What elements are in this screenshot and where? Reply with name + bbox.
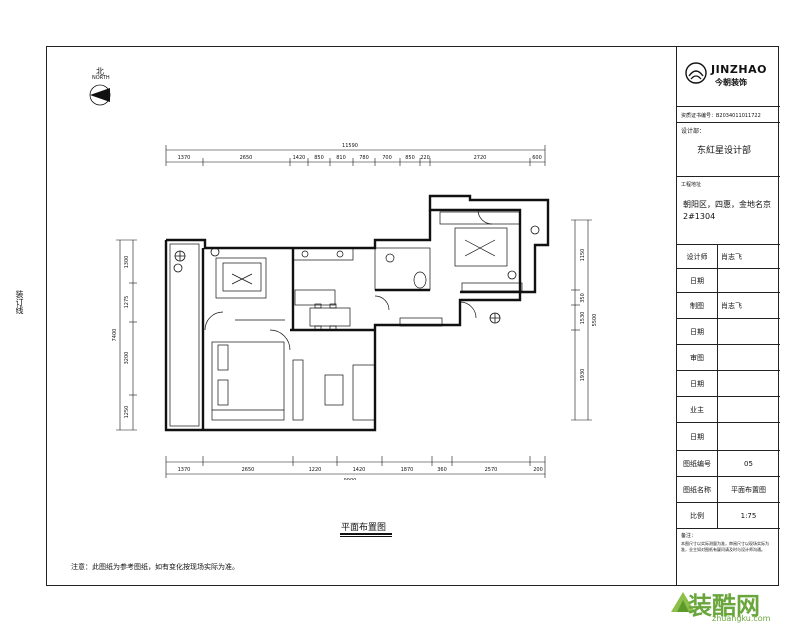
field-value: 平面布置图 bbox=[731, 485, 766, 494]
field-label: 比例 bbox=[677, 503, 718, 528]
field-label: 制图 bbox=[677, 293, 718, 318]
field-value: 05 bbox=[744, 459, 753, 468]
dim-top-6: 700 bbox=[382, 155, 392, 161]
field-value bbox=[717, 371, 780, 396]
north-compass-icon: 北 NORTH bbox=[88, 66, 124, 106]
field-label: 设计师 bbox=[677, 245, 718, 268]
field-label: 图纸编号 bbox=[677, 451, 718, 476]
title-underline bbox=[340, 533, 392, 535]
dim-right-0: 1150 bbox=[580, 249, 586, 262]
dim-top-10: 600 bbox=[532, 155, 542, 161]
dim-bottom-3: 1420 bbox=[353, 467, 366, 473]
field-label: 审图 bbox=[677, 345, 718, 370]
field-row-2: 制图 肖志飞 bbox=[677, 292, 780, 318]
field-row-5: 日期 bbox=[677, 370, 780, 396]
design-dept-row: 设计部： 东紅星设计部 bbox=[677, 122, 780, 176]
dim-left-3: 3200 bbox=[124, 352, 130, 365]
field-value: 肖志飞 bbox=[721, 252, 742, 261]
dim-bottom-total: 9900 bbox=[344, 478, 357, 480]
dim-right-2: 350 bbox=[580, 293, 586, 303]
field-value: 肖志飞 bbox=[721, 301, 742, 310]
dim-top-total: 11590 bbox=[342, 143, 358, 149]
dim-left-1: 1275 bbox=[124, 296, 130, 309]
dim-left-4: 1250 bbox=[124, 406, 130, 419]
floor-plan: 11590 1370 2650 1420 850 810 780 700 850… bbox=[112, 143, 598, 480]
field-label: 日期 bbox=[677, 371, 718, 396]
field-label: 业主 bbox=[677, 397, 718, 422]
watermark-logo-icon bbox=[671, 592, 695, 612]
field-value bbox=[717, 423, 780, 450]
field-label: 日期 bbox=[677, 423, 718, 450]
dim-top-2: 1420 bbox=[293, 155, 306, 161]
field-row-9: 图纸名称 平面布置图 bbox=[677, 476, 780, 502]
drawing-frame bbox=[46, 46, 779, 586]
dim-top-7: 850 bbox=[405, 155, 415, 161]
dim-top-0: 1370 bbox=[178, 155, 191, 161]
plan-title: 平面布置图 bbox=[341, 523, 387, 533]
remark-label: 备注： bbox=[681, 533, 697, 539]
field-row-1: 日期 bbox=[677, 268, 780, 292]
watermark-url: zhuangku.com bbox=[712, 614, 771, 623]
dim-right-3: 1530 bbox=[580, 312, 586, 325]
dim-bottom-4: 1870 bbox=[401, 467, 414, 473]
dim-bottom-5: 360 bbox=[437, 467, 447, 473]
dim-left-2: 7400 bbox=[112, 329, 118, 342]
title-underline-thin bbox=[340, 536, 392, 537]
field-value: 1:75 bbox=[740, 511, 757, 520]
field-row-6: 业主 bbox=[677, 396, 780, 422]
compass-en: NORTH bbox=[92, 75, 110, 81]
field-row-4: 审图 bbox=[677, 344, 780, 370]
dim-bottom-1: 2650 bbox=[242, 467, 255, 473]
dim-top-5: 780 bbox=[359, 155, 369, 161]
field-row-7: 日期 bbox=[677, 422, 780, 450]
field-row-10: 比例 1:75 bbox=[677, 502, 780, 528]
brand-logo: JINZHAO 今朝装饰 bbox=[677, 46, 780, 106]
dim-top-8: 220 bbox=[420, 155, 430, 161]
brand-name: JINZHAO bbox=[711, 63, 767, 76]
dim-bottom-7: 200 bbox=[533, 467, 543, 473]
design-dept-label: 设计部： bbox=[681, 128, 706, 135]
title-block: JINZHAO 今朝装饰 资质证书编号：B2034011011722 设计部： … bbox=[676, 46, 780, 586]
jinzhao-logo-icon bbox=[685, 62, 707, 84]
project-row: 工程地址 朝阳区，四惠，金地名京2#1304 bbox=[677, 176, 780, 244]
dim-right-1: 5500 bbox=[592, 314, 598, 327]
project-address: 朝阳区，四惠，金地名京2#1304 bbox=[683, 200, 771, 221]
remark-text: 本图尺寸以实际测量为准，审阅尺寸以现场实际为准，业主如对图纸有疑问请及时与设计师… bbox=[681, 541, 769, 552]
field-label: 图纸名称 bbox=[677, 477, 718, 502]
field-value bbox=[717, 319, 780, 344]
field-row-0: 设计师 肖志飞 bbox=[677, 244, 780, 268]
field-value bbox=[717, 345, 780, 370]
remark-row: 备注： 本图尺寸以实际测量为准，审阅尺寸以现场实际为准，业主如对图纸有疑问请及时… bbox=[677, 528, 780, 586]
dim-bottom-2: 1220 bbox=[309, 467, 322, 473]
watermark-text: 装酷网 bbox=[688, 592, 760, 620]
project-label: 工程地址 bbox=[681, 182, 702, 188]
dim-top-9: 2720 bbox=[474, 155, 487, 161]
brand-sub: 今朝装饰 bbox=[715, 78, 747, 87]
dim-left-0: 1300 bbox=[124, 256, 130, 269]
field-value bbox=[717, 397, 780, 422]
dim-top-3: 850 bbox=[314, 155, 324, 161]
field-label: 日期 bbox=[677, 319, 718, 344]
dim-bottom-0: 1370 bbox=[178, 467, 191, 473]
field-row-3: 日期 bbox=[677, 318, 780, 344]
field-value bbox=[717, 269, 780, 292]
dim-right-4: 1930 bbox=[580, 369, 586, 382]
dim-bottom-6: 2570 bbox=[485, 467, 498, 473]
design-dept-value: 东紅星设计部 bbox=[697, 146, 752, 156]
license-text: 资质证书编号：B2034011011722 bbox=[681, 113, 761, 119]
drawing-note: 注意：此图纸为参考图纸，如有变化按现场实际为准。 bbox=[71, 563, 239, 571]
dim-top-4: 810 bbox=[336, 155, 346, 161]
binding-line-label: 装订线 bbox=[15, 290, 24, 314]
compass-cn: 北 bbox=[96, 67, 104, 76]
field-row-8: 图纸编号 05 bbox=[677, 450, 780, 476]
dim-top-1: 2650 bbox=[240, 155, 253, 161]
license-row: 资质证书编号：B2034011011722 bbox=[677, 106, 780, 122]
field-label: 日期 bbox=[677, 269, 718, 292]
